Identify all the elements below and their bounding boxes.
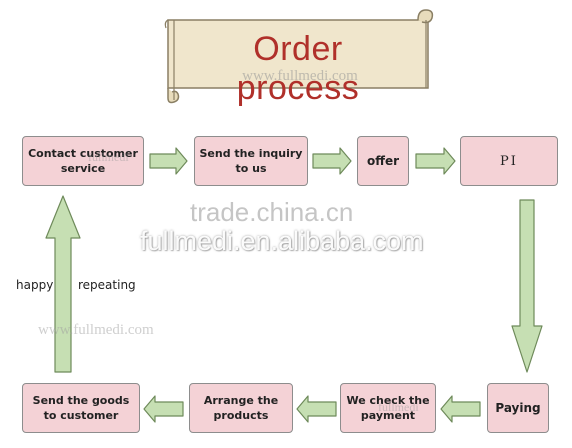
- banner-watermark: www.fullmedi.com: [242, 68, 358, 84]
- arrow-arrange-to-send: [143, 395, 184, 423]
- step-send-inquiry: Send the inquiry to us: [194, 136, 308, 186]
- step-check-payment: We check the payment: [340, 383, 436, 433]
- arrow-check-to-arrange: [296, 395, 337, 423]
- step-send-goods-label: Send the goods to customer: [32, 394, 130, 422]
- step-arrange-products: Arrange the products: [189, 383, 293, 433]
- step-paying: Paying: [487, 383, 549, 433]
- arrow-pi-to-paying: [511, 199, 543, 373]
- step-pi: PI: [460, 136, 558, 186]
- step-paying-label: Paying: [495, 400, 541, 415]
- label-happy: happy: [16, 278, 54, 292]
- step-inquiry-label: Send the inquiry to us: [199, 147, 303, 175]
- watermark-in-box-1: fullmedi: [88, 150, 129, 164]
- step-check-label: We check the payment: [346, 394, 430, 422]
- scroll-banner-shape: [164, 9, 434, 104]
- arrow-send-to-contact: [45, 195, 81, 373]
- watermark-in-box-2: fullmedi: [378, 400, 419, 414]
- step-pi-label: PI: [500, 153, 518, 169]
- page-title: Order process: [236, 30, 360, 107]
- arrow-contact-to-inquiry: [149, 147, 188, 175]
- step-contact-label: Contact customer service: [28, 147, 138, 175]
- arrow-offer-to-pi: [415, 147, 456, 175]
- step-offer: offer: [357, 136, 409, 186]
- label-repeating: repeating: [78, 278, 136, 292]
- step-offer-label: offer: [366, 153, 400, 168]
- arrow-paying-to-check: [440, 395, 481, 423]
- title-banner: Order process www.fullmedi.com: [160, 8, 436, 107]
- step-arrange-label: Arrange the products: [203, 394, 279, 422]
- step-contact-customer-service: Contact customer service: [22, 136, 144, 186]
- arrow-inquiry-to-offer: [312, 147, 352, 175]
- step-send-goods: Send the goods to customer: [22, 383, 140, 433]
